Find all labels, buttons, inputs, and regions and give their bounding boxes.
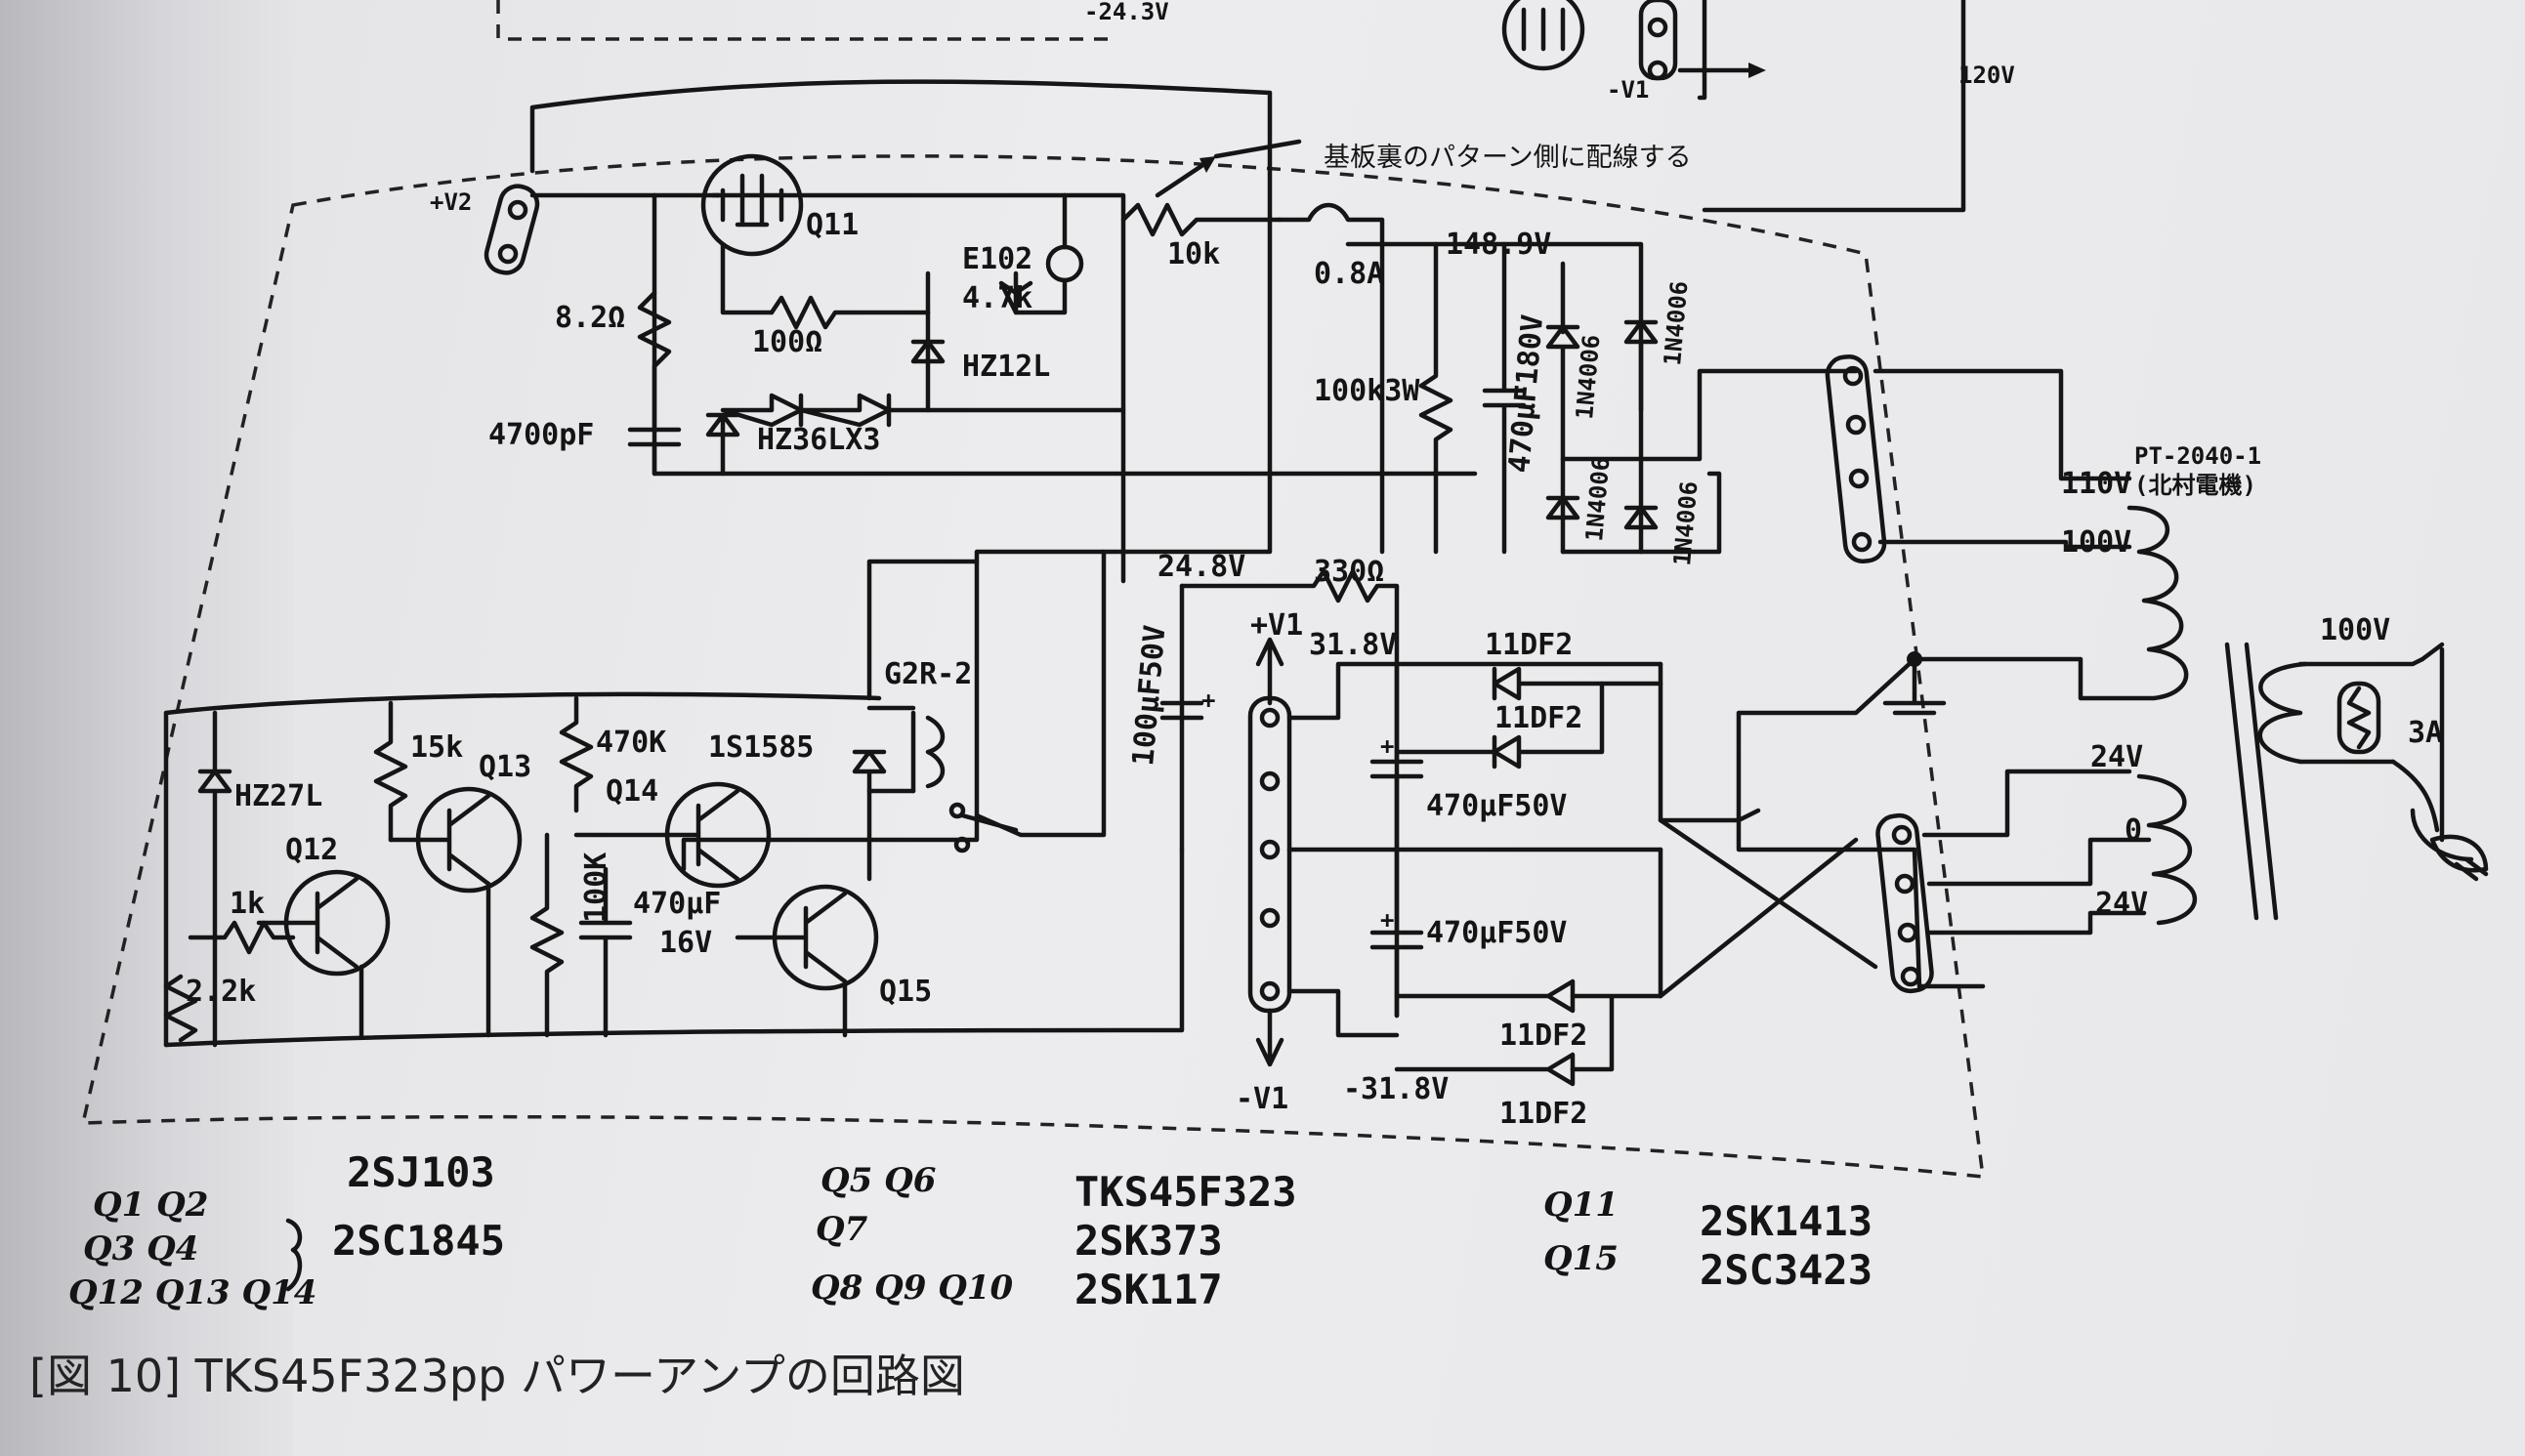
hz36-label: HZ36LX3 [757,423,880,457]
c470u180-label: 470μF180V [1502,313,1550,475]
parts-g5-q: Q8 Q9 Q10 [811,1269,1013,1308]
parts-g1-q: Q1 Q2 [93,1186,208,1225]
primary-label: 100V [2320,613,2390,647]
parts-g3-q: Q5 Q6 [821,1161,936,1200]
lv-rectifier: 24.8V + 100μF50V 330Ω +V1 -V1 31.8V + + … [1126,550,2152,1131]
c470u16-label: 470μF [633,887,721,921]
top-voltage: -24.3V [1084,0,1169,25]
hz27l-label: HZ27L [234,779,322,813]
c100u50-label: 100μF50V [1126,624,1172,768]
q11-label: Q11 [806,208,859,242]
tap-100: 100V [2061,525,2131,560]
d11df2-c: 11DF2 [1499,1019,1587,1053]
d11df2-a: 11DF2 [1485,628,1573,662]
r100k-label: 100K [579,853,613,923]
tap-24a: 24V [2090,740,2143,774]
parts-g2-q2: Q12 Q13 Q14 [68,1273,316,1312]
parts-g4-part: 2SK373 [1074,1217,1223,1265]
d11df2-b: 11DF2 [1494,701,1582,735]
r2-2k-label: 2.2k [186,975,256,1009]
page-gutter-shadow [0,0,293,1456]
r330-label: 330Ω [1314,555,1384,589]
fuse-3a-label: 3A [2408,716,2443,750]
r100k3w-label: 100k3W [1314,374,1420,408]
pot-10k: 基板裏のパターン側に配線する 10k [1120,139,1692,271]
v24-8-label: 24.8V [1157,550,1245,584]
board-outline [80,154,1986,1179]
c470u50b-plus: + [1380,906,1394,934]
r100-label: 100Ω [752,325,822,359]
q14-label: Q14 [606,774,658,809]
e102-label: E102 [962,242,1032,276]
parts-g2-part: 2SC1845 [332,1217,505,1265]
r470k-label: 470K [596,726,666,760]
r8-2-label: 8.2Ω [555,301,625,335]
c4700p-label: 4700pF [488,418,594,452]
r15k-label: 15k [410,730,463,765]
parts-brace [285,1218,303,1292]
vm31-8-label: -31.8V [1343,1072,1449,1106]
top-right-voltage: 120V [1958,62,2015,89]
q15-label: Q15 [879,975,932,1009]
fuse-08-label: 0.8A [1314,257,1384,291]
parts-g4-q: Q7 [816,1210,868,1249]
v31-8-label: 31.8V [1309,628,1397,662]
d1n4006-c: 1N4006 [1580,456,1615,543]
parts-g3-part: TKS45F323 [1074,1168,1297,1216]
protection-circuit: HZ27L 15k 470K Q13 Q12 Q14 Q15 1k [163,549,1185,1048]
minus-v1-label: -V1 [1236,1082,1288,1116]
pt-maker: (北村電機) [2134,472,2256,499]
q11-fet: Q11 100Ω HZ12L 4.7k E102 HZ36LX3 [700,153,1126,584]
d1n4006-b: 1N4006 [1659,280,1693,367]
q12-label: Q12 [285,833,338,867]
top-rail: -V1 [1607,76,1649,104]
c100u50-plus: + [1201,686,1215,714]
q13-label: Q13 [479,750,531,784]
tap-24b: 24V [2095,887,2148,921]
v2-section: +V2 8.2Ω 4700pF [430,79,1478,872]
figure-caption: [図 10] TKS45F323pp パワーアンプの回路図 [29,1350,965,1402]
c470u50-a-label: 470μF50V [1426,789,1568,823]
hv-rectifier: 0.8A 148.9V 100k3W 470μF180V 1N4006 1N40… [1277,202,1859,567]
c470u16-v-label: 16V [659,926,712,960]
parts-g6-q: Q11 [1543,1186,1619,1225]
pt-name: PT-2040-1 [2134,442,2261,470]
terminal-strip-hv [1825,354,2132,563]
s1585-label: 1S1585 [708,730,814,765]
parts-g2-q1: Q3 Q4 [83,1229,198,1269]
plus-v1-label: +V1 [1250,608,1303,643]
tap-0: 0 [2125,813,2142,848]
parts-g1-part: 2SJ103 [347,1148,495,1196]
tap-110: 110V [2061,467,2131,501]
annotation-note: 基板裏のパターン側に配線する [1324,143,1692,173]
c470u50-b-label: 470μF50V [1426,916,1568,950]
r4-7k-label: 4.7k [962,281,1032,315]
relay-label: G2R-2 [884,657,972,691]
hz12l-label: HZ12L [962,350,1050,384]
transformer: PT-2040-1 (北村電機) 110V 100V 24V 0 24V 100… [1912,442,2489,926]
top-fragment: -24.3V -V1 120V [496,0,2015,213]
c470u50a-plus: + [1380,732,1394,760]
parts-g7-part: 2SC3423 [1700,1246,1873,1294]
d11df2-d: 11DF2 [1499,1097,1587,1131]
parts-list: Q1 Q2 2SJ103 Q3 Q4 Q12 Q13 Q14 2SC1845 Q… [68,1148,1873,1313]
r1k-label: 1k [230,887,265,921]
parts-g5-part: 2SK117 [1074,1266,1223,1313]
r10k-label: 10k [1167,237,1220,271]
parts-g6-part: 2SK1413 [1700,1197,1873,1245]
parts-g7-q: Q15 [1543,1239,1619,1278]
v2-label: +V2 [430,188,472,216]
